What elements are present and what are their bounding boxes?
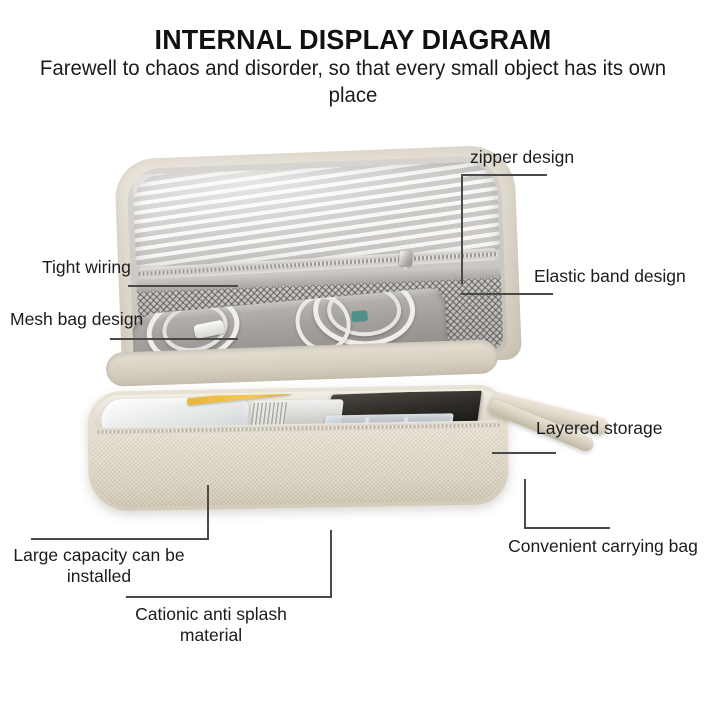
leader-cationic-horizontal — [126, 596, 332, 598]
leader-layered-storage — [492, 452, 556, 454]
bag-base — [86, 384, 510, 512]
label-convenient-carrying-bag: Convenient carrying bag — [508, 536, 698, 556]
label-cationic-anti-splash: Cationic anti splash material — [135, 604, 287, 646]
page-subtitle: Farewell to chaos and disorder, so that … — [39, 57, 667, 107]
label-tight-wiring: Tight wiring — [42, 257, 131, 277]
label-elastic-band-design: Elastic band design — [534, 266, 686, 286]
label-layered-storage: Layered storage — [536, 418, 663, 438]
page-title: INTERNAL DISPLAY DIAGRAM — [154, 24, 552, 55]
leader-elastic-band-design — [461, 293, 553, 295]
base-outer-wall — [91, 428, 505, 508]
leader-carrying-bag-vertical — [524, 479, 526, 529]
leader-cationic-vertical — [330, 530, 332, 598]
leader-tight-wiring — [128, 285, 238, 287]
leader-mesh-bag-design — [110, 338, 238, 340]
label-large-capacity: Large capacity can be installed — [13, 545, 185, 587]
leader-large-capacity-vertical — [207, 485, 209, 540]
label-mesh-bag-design: Mesh bag design — [10, 309, 144, 329]
product-illustration — [60, 144, 611, 540]
small-teal-accessory — [351, 309, 369, 323]
leader-zipper-design-horizontal — [461, 174, 547, 176]
bag-lid-lining — [126, 154, 508, 367]
leader-zipper-design-vertical — [461, 174, 463, 284]
label-zipper-design: zipper design — [470, 147, 575, 167]
leader-large-capacity-horizontal — [31, 538, 209, 540]
leader-carrying-bag-horizontal — [524, 527, 610, 529]
